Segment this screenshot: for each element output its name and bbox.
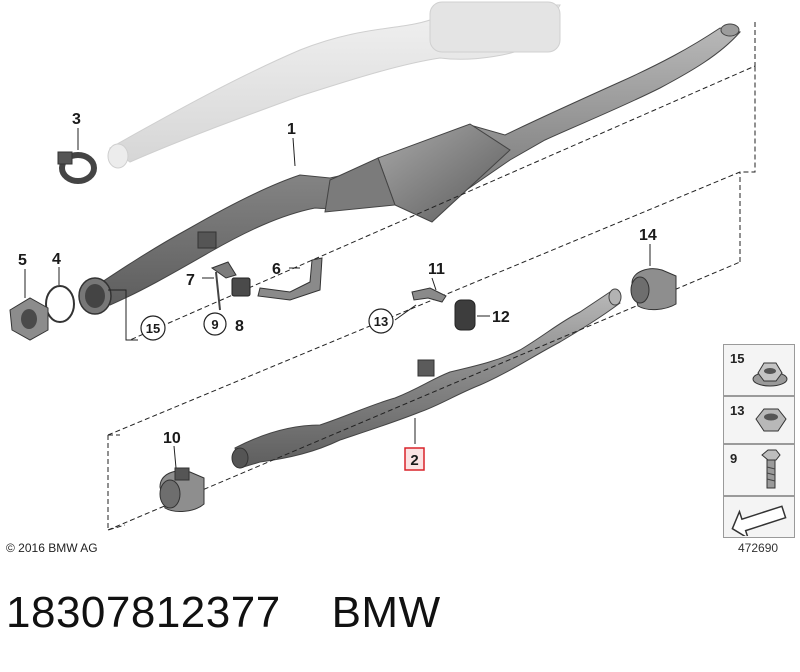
callout-circle-15: [140, 315, 166, 341]
legend-item-bolt: 9: [723, 444, 795, 496]
callout-circle-13: [368, 308, 394, 334]
hex-nut-icon: [755, 408, 787, 432]
part-number-caption: 18307812377 BMW: [6, 588, 441, 637]
callout-6: 6: [272, 261, 281, 278]
callout-2: 2: [410, 452, 418, 469]
hanger-cluster-7-8[interactable]: [210, 261, 251, 311]
clamp-part-3[interactable]: [57, 151, 97, 184]
rear-intermediate-pipe[interactable]: [231, 288, 622, 469]
legend-item-flange-nut: 15: [723, 344, 795, 396]
bracket-part-11[interactable]: [411, 287, 447, 303]
callout-8: 8: [235, 318, 244, 335]
legend-label: 15: [730, 351, 745, 366]
flange-part-5[interactable]: [9, 297, 49, 341]
copyright-notice: © 2016 BMW AG: [6, 541, 98, 555]
legend-item-hex-nut: 13: [723, 396, 795, 444]
callout-12: 12: [492, 309, 510, 326]
legend-label: 13: [730, 403, 745, 418]
circled-callouts: 15 9 13: [140, 308, 394, 341]
callout-13: 13: [374, 314, 388, 329]
callout-9: 9: [211, 317, 218, 332]
front-pipe-assembly[interactable]: [78, 23, 741, 315]
leader-lines: [24, 128, 651, 469]
callout-15: 15: [146, 321, 160, 336]
legend-item-arrow: [723, 496, 795, 538]
callout-11: 11: [428, 261, 445, 278]
diagram-id: 472690: [738, 541, 779, 555]
flange-nut-icon: [752, 362, 788, 387]
legend-label: 9: [730, 451, 738, 466]
callout-14: 14: [639, 227, 657, 244]
callout-3: 3: [72, 111, 81, 128]
callout-circle-9: [203, 312, 227, 336]
callout-1: 1: [287, 121, 296, 138]
callout-7: 7: [186, 272, 195, 289]
bolt-icon: [761, 449, 781, 489]
callout-4: 4: [52, 251, 61, 268]
callout-labels: 1 3 4 5 6 7 8 10 11 12 14: [18, 111, 657, 447]
bracket-part-6[interactable]: [257, 257, 323, 301]
rubber-hanger-part-12[interactable]: [454, 299, 476, 331]
arrow-icon: [731, 505, 787, 536]
highlighted-callout-2[interactable]: 2: [404, 447, 425, 471]
dashed-leader-lines: [107, 22, 756, 531]
clamp-part-14[interactable]: [630, 268, 677, 311]
gasket-ring-part-4[interactable]: [45, 285, 75, 323]
ghost-exhaust-section: [107, 1, 561, 169]
callout-5: 5: [18, 252, 27, 269]
callout-10: 10: [163, 430, 181, 447]
clamp-part-10[interactable]: [159, 467, 205, 512]
